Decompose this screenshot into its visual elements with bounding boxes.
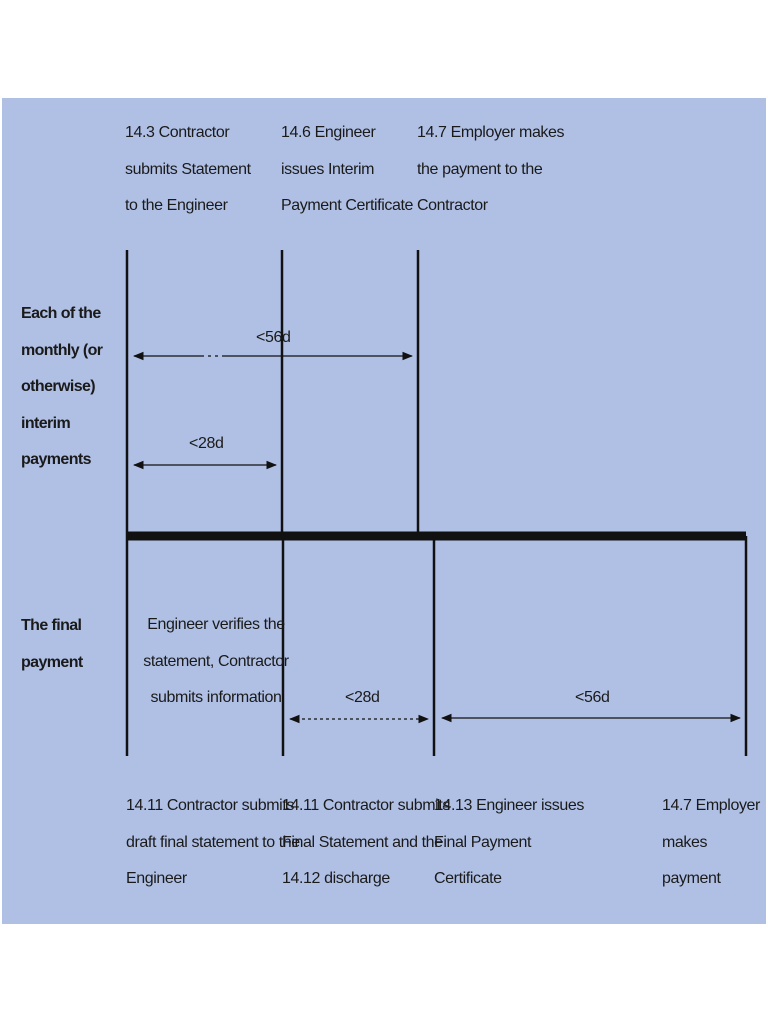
duration-final-56d: <56d — [575, 689, 610, 706]
diagram-panel — [2, 98, 766, 924]
duration-interim-28d: <28d — [189, 435, 224, 452]
event-final-payment-certificate: 14.13 Engineer issues Final Payment Cert… — [434, 797, 584, 887]
duration-final-28d: <28d — [345, 689, 380, 706]
event-contractor-submits-statement: 14.3 Contractor submits Statement to the… — [125, 124, 251, 214]
event-engineer-issues-interim-certificate: 14.6 Engineer issues Interim Payment Cer… — [281, 124, 414, 214]
event-employer-final-payment: 14.7 Employer makes payment — [662, 797, 760, 887]
engineer-verification-note: Engineer verifies the statement, Contrac… — [143, 616, 289, 706]
duration-interim-56d: <56d — [256, 329, 291, 346]
row-label-interim: Each of the monthly (or otherwise) inter… — [21, 305, 103, 468]
event-employer-makes-payment: 14.7 Employer makes the payment to the C… — [417, 124, 565, 214]
row-label-final: The final payment — [21, 617, 83, 671]
event-final-statement-and-discharge: 14.11 Contractor submits Final Statement… — [282, 797, 450, 887]
event-draft-final-statement: 14.11 Contractor submits draft final sta… — [126, 797, 300, 887]
